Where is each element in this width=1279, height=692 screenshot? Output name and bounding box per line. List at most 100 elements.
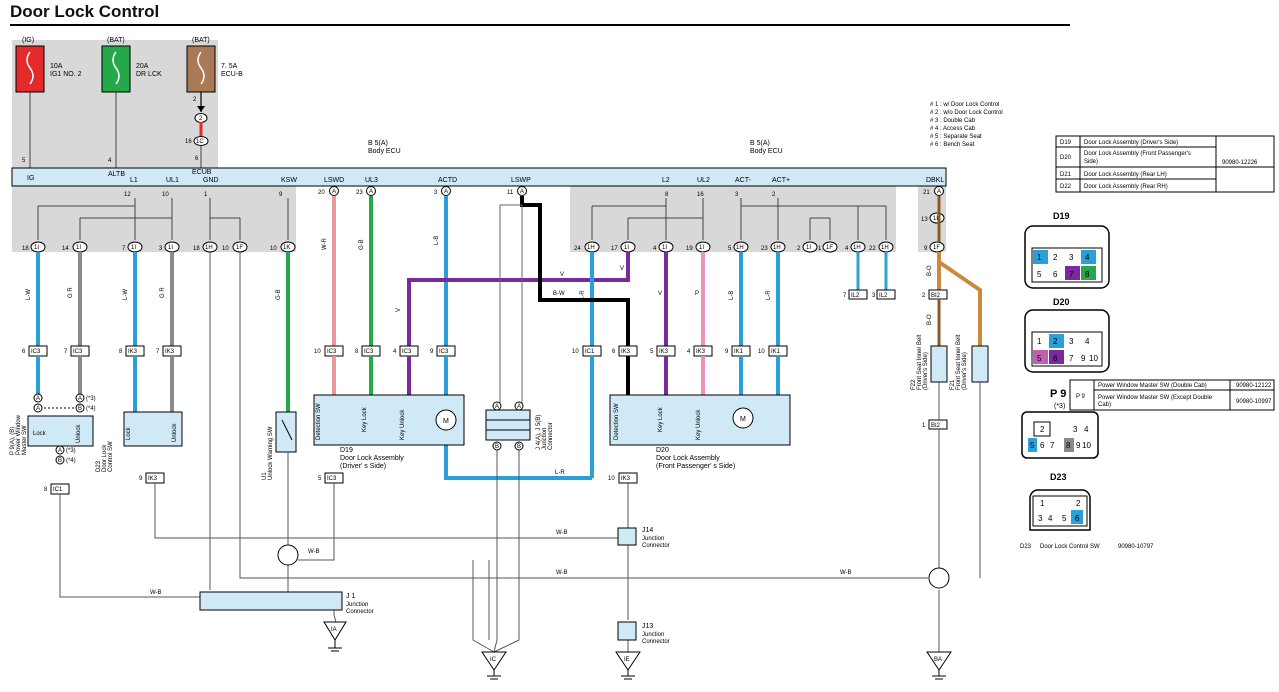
fuse-rating: 10A: [50, 63, 63, 70]
svg-text:20: 20: [318, 190, 325, 196]
ground-ic: IC: [481, 651, 507, 680]
svg-text:Lock: Lock: [126, 426, 132, 440]
svg-text:4: 4: [1085, 337, 1090, 346]
door-lock-control-sw: Lock Unlock D23 Door Lock Control SW IK3…: [96, 411, 183, 484]
svg-text:L-B: L-B: [434, 236, 440, 245]
svg-text:1C: 1C: [196, 139, 204, 145]
svg-text:7: 7: [1069, 270, 1074, 279]
svg-text:2: 2: [797, 246, 801, 252]
svg-text:Junction: Junction: [346, 602, 368, 608]
svg-text:2: 2: [199, 116, 203, 122]
svg-text:2: 2: [193, 97, 197, 103]
svg-text:P 9(A), (B): P 9(A), (B): [10, 427, 16, 455]
svg-text:1: 1: [1040, 499, 1045, 508]
svg-text:# 3 : Double Cab: # 3 : Double Cab: [930, 118, 976, 124]
svg-text:1H: 1H: [587, 245, 595, 251]
svg-text:L-B: L-B: [729, 291, 735, 300]
svg-text:7: 7: [1069, 354, 1074, 363]
svg-text:18: 18: [22, 246, 29, 252]
svg-text:Unlock Warning SW: Unlock Warning SW: [268, 426, 274, 480]
svg-text:LSWD: LSWD: [324, 177, 344, 184]
svg-text:Control SW: Control SW: [108, 441, 114, 472]
svg-text:Door Lock Assembly: Door Lock Assembly: [656, 455, 720, 462]
svg-text:IC3: IC3: [402, 349, 412, 355]
svg-text:2: 2: [1053, 337, 1058, 346]
svg-text:IC1: IC1: [585, 349, 595, 355]
svg-text:6: 6: [1053, 270, 1058, 279]
svg-text:10: 10: [1082, 441, 1091, 450]
svg-text:90980-10997: 90980-10997: [1236, 399, 1272, 405]
svg-text:BA: BA: [934, 657, 942, 663]
svg-text:IC3: IC3: [327, 476, 337, 482]
svg-text:V: V: [620, 266, 624, 272]
svg-text:3: 3: [1038, 514, 1043, 523]
svg-text:J14: J14: [642, 527, 653, 534]
svg-text:1F: 1F: [826, 245, 833, 251]
svg-text:6: 6: [612, 349, 616, 355]
svg-text:D19: D19: [1060, 140, 1072, 146]
svg-text:Connector: Connector: [346, 609, 374, 615]
front-seat-inner-belt: F22 Front Seat Inner Belt (Driver's Side…: [911, 334, 989, 430]
svg-text:F22: F22: [911, 379, 917, 390]
svg-text:Key Unlock: Key Unlock: [696, 409, 702, 440]
svg-text:10: 10: [608, 476, 615, 482]
ecu-bg-left: [12, 186, 296, 252]
svg-text:Junction: Junction: [642, 632, 664, 638]
svg-text:4: 4: [108, 158, 112, 164]
svg-text:1: 1: [1037, 337, 1042, 346]
svg-text:4: 4: [393, 349, 397, 355]
svg-text:1F: 1F: [933, 245, 940, 251]
svg-text:5: 5: [728, 246, 732, 252]
svg-text:D23: D23: [1050, 472, 1067, 482]
svg-text:A: A: [517, 404, 521, 410]
svg-text:D21: D21: [1060, 172, 1072, 178]
svg-text:IK1: IK1: [734, 349, 744, 355]
svg-text:D22: D22: [1060, 184, 1072, 190]
svg-text:W-R: W-R: [322, 237, 328, 250]
svg-text:Door Lock Assembly (Rear LH): Door Lock Assembly (Rear LH): [1084, 172, 1167, 178]
svg-text:Connector: Connector: [642, 543, 670, 549]
svg-text:1I: 1I: [76, 245, 81, 251]
svg-text:IL2: IL2: [851, 293, 860, 299]
svg-text:Door Lock Assembly: Door Lock Assembly: [340, 455, 404, 462]
svg-text:1H: 1H: [853, 245, 861, 251]
svg-text:6: 6: [195, 156, 199, 162]
door-lock-assembly-passenger: Detection SW Key Lock Key Unlock M D20 D…: [608, 394, 791, 484]
svg-text:4: 4: [653, 246, 657, 252]
svg-text:19: 19: [686, 246, 693, 252]
svg-text:Connector: Connector: [642, 639, 670, 645]
svg-text:LSWP: LSWP: [511, 177, 531, 184]
svg-text:14: 14: [62, 246, 69, 252]
svg-text:W-B: W-B: [308, 549, 320, 555]
notes: # 1 : w/ Door Lock Control # 2 : w/o Doo…: [930, 102, 1003, 148]
svg-text:23: 23: [761, 246, 768, 252]
svg-text:2: 2: [922, 293, 926, 299]
svg-text:90980-12122: 90980-12122: [1236, 383, 1272, 389]
svg-text:1I: 1I: [34, 245, 39, 251]
svg-text:(Driver's Side): (Driver's Side): [923, 352, 929, 390]
svg-text:(*3): (*3): [86, 396, 96, 402]
svg-text:90980-10797: 90980-10797: [1118, 544, 1154, 550]
svg-text:7: 7: [843, 293, 847, 299]
fuse-dr-lck: (BAT) 20A DR LCK: [101, 37, 162, 93]
page-title: Door Lock Control: [10, 2, 160, 21]
svg-text:V: V: [396, 308, 402, 312]
svg-text:3: 3: [1069, 253, 1074, 262]
svg-text:4: 4: [1084, 425, 1089, 434]
svg-text:1: 1: [1037, 253, 1042, 262]
svg-text:ACT-: ACT-: [735, 177, 752, 184]
svg-text:B-O: B-O: [927, 265, 933, 276]
svg-text:A: A: [369, 189, 373, 195]
svg-text:3: 3: [872, 293, 876, 299]
svg-text:Detection SW: Detection SW: [316, 403, 322, 440]
svg-text:9: 9: [1081, 354, 1086, 363]
svg-text:1F: 1F: [236, 245, 243, 251]
svg-text:2: 2: [1076, 499, 1081, 508]
door-lock-assembly-driver: Detection SW Key Lock Key Unlock M D19 D…: [313, 394, 465, 484]
svg-text:5: 5: [318, 476, 322, 482]
svg-text:Unlock: Unlock: [172, 423, 178, 442]
